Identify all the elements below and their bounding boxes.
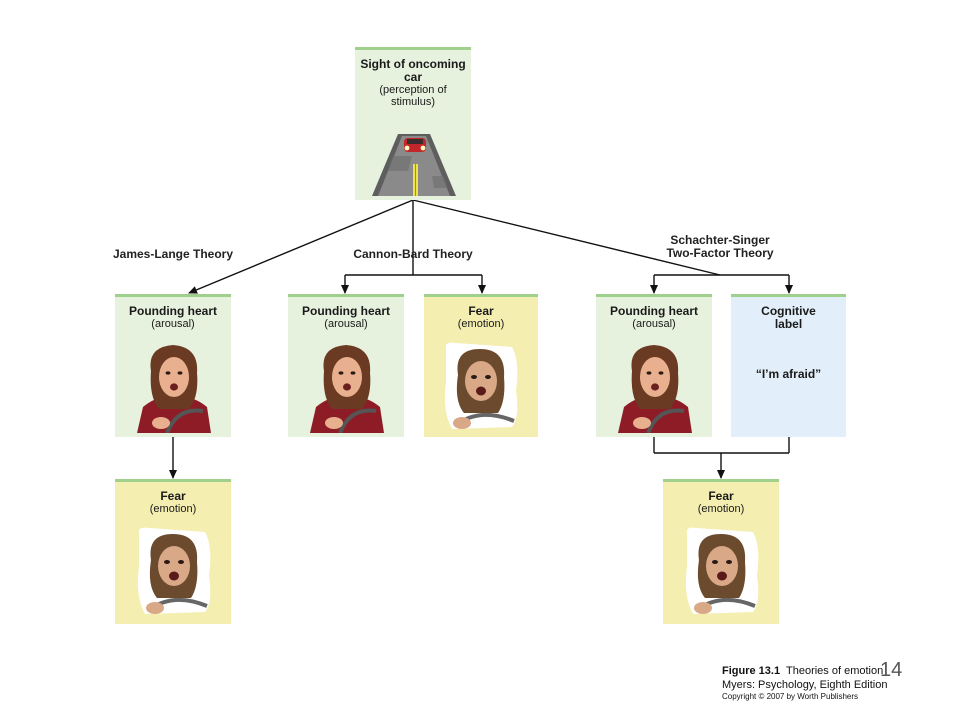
- copyright: Copyright © 2007 by Worth Publishers: [722, 692, 859, 701]
- page-number: 14: [880, 659, 903, 681]
- jl-arousal-subtitle: (arousal): [151, 318, 195, 330]
- jl-fear-subtitle: (emotion): [149, 503, 197, 515]
- cb-fear-title: Fear: [468, 304, 494, 318]
- book-title: Myers: Psychology, Eighth Edition: [722, 679, 888, 691]
- woman-arousal-illustration: [618, 345, 692, 433]
- cb-arousal-box: Pounding heart (arousal): [288, 294, 404, 437]
- woman-arousal-illustration: [310, 345, 384, 433]
- cannon-bard-label: Cannon-Bard Theory: [353, 247, 473, 261]
- cb-fear-subtitle: (emotion): [457, 318, 505, 330]
- ss-arousal-box: Pounding heart (arousal): [596, 294, 712, 437]
- jl-fear-title: Fear: [160, 489, 186, 503]
- figure-label: Figure 13.1: [722, 665, 781, 677]
- ss-fear-box: Fear (emotion): [663, 479, 779, 624]
- james-lange-label: James-Lange Theory: [112, 247, 234, 261]
- woman-fear-illustration: [685, 527, 759, 614]
- cognitive-quote: “I’m afraid”: [755, 367, 822, 381]
- figure-text: Theories of emotion: [786, 665, 884, 677]
- oncoming-car-illustration: [372, 134, 456, 196]
- line-to-schachter: [412, 199, 721, 276]
- arrow-to-james-lange: [188, 199, 414, 294]
- woman-fear-illustration: [444, 342, 518, 429]
- ss-arousal-subtitle: (arousal): [632, 318, 676, 330]
- ss-fear-title: Fear: [708, 489, 734, 503]
- cb-fear-box: Fear (emotion): [424, 294, 538, 437]
- jl-fear-box: Fear (emotion): [115, 479, 231, 624]
- ss-arousal-title: Pounding heart: [610, 304, 698, 318]
- cb-arousal-subtitle: (arousal): [324, 318, 368, 330]
- woman-fear-illustration: [137, 527, 211, 614]
- cb-arousal-title: Pounding heart: [302, 304, 390, 318]
- woman-arousal-illustration: [137, 345, 211, 433]
- jl-arousal-title: Pounding heart: [129, 304, 217, 318]
- jl-arousal-box: Pounding heart (arousal): [115, 294, 231, 437]
- ss-fear-subtitle: (emotion): [697, 503, 745, 515]
- figure-caption: Figure 13.1 Theories of emotion Myers: P…: [722, 664, 887, 702]
